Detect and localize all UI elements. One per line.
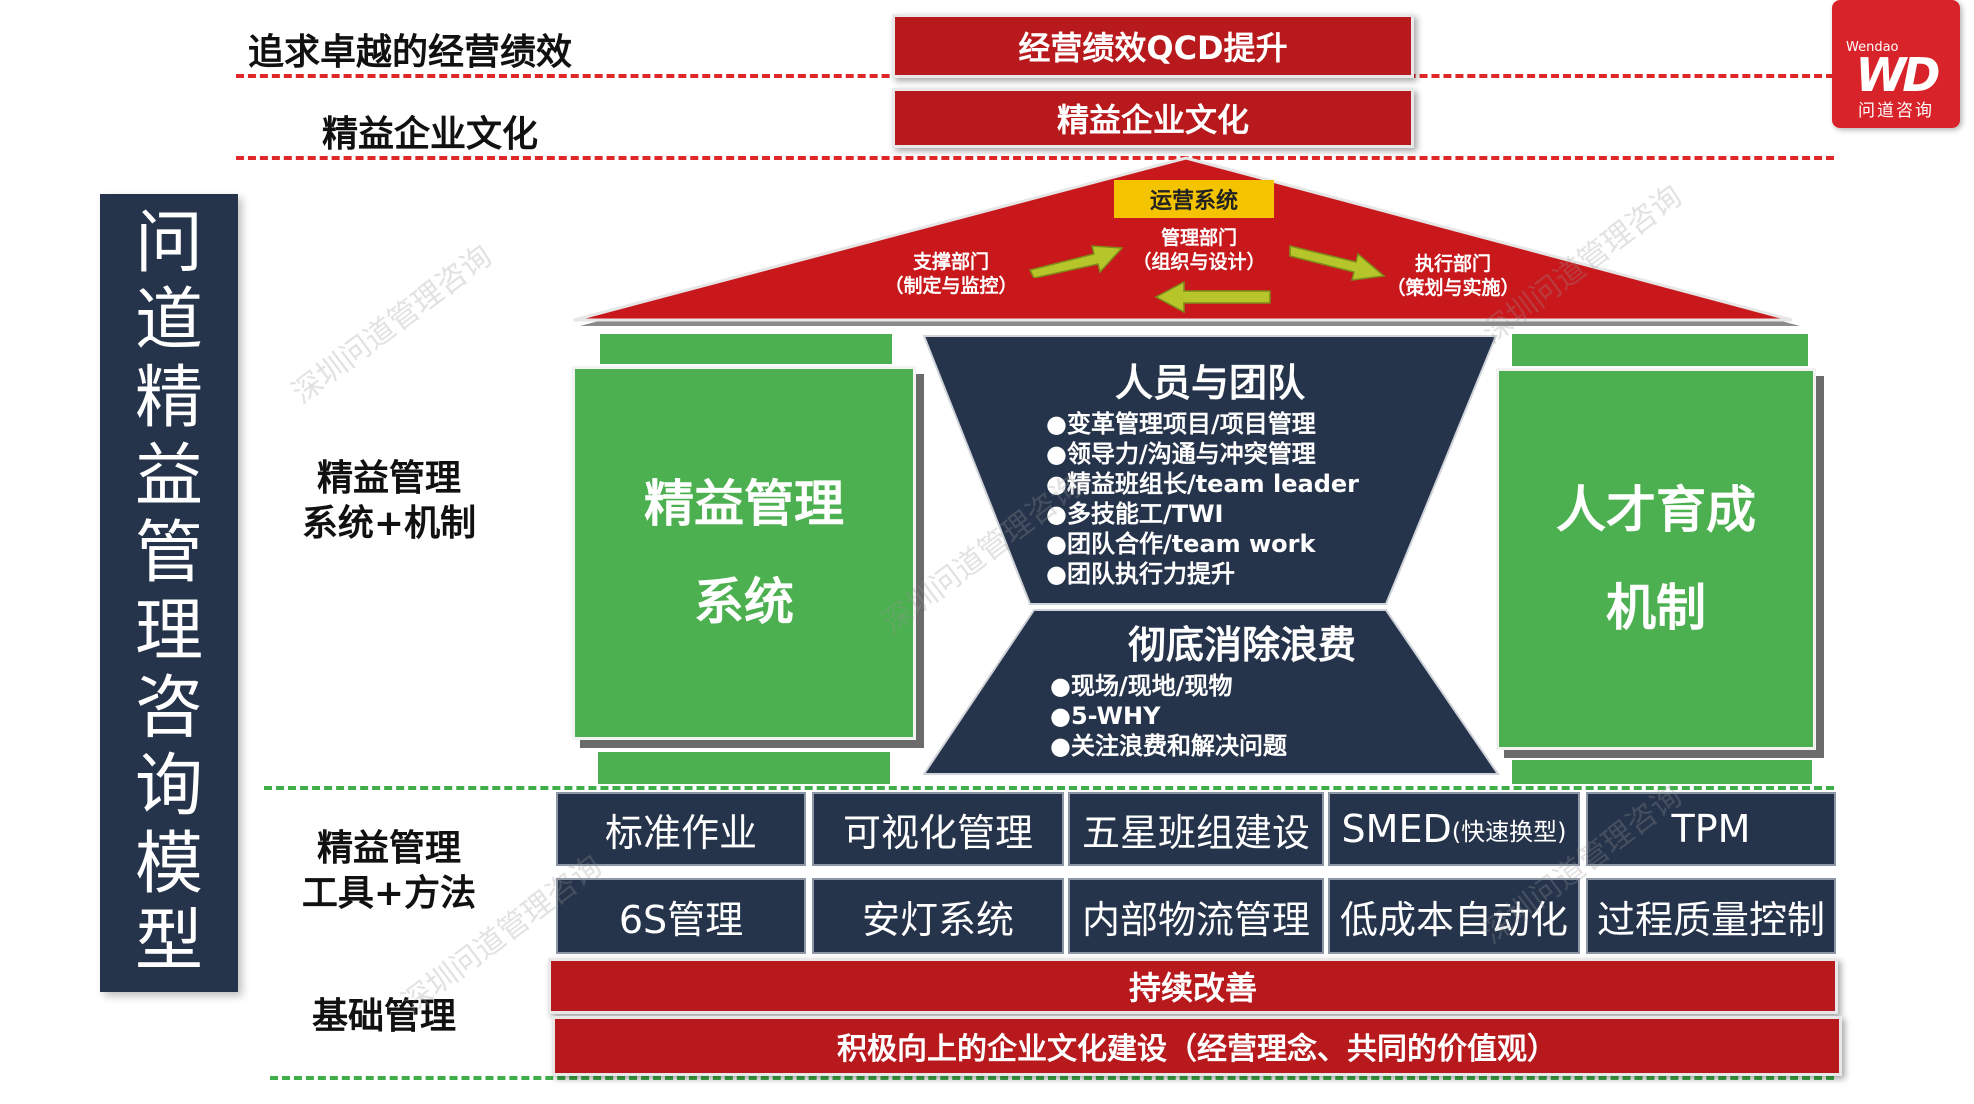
title-char: 管 bbox=[134, 514, 203, 594]
level-label-foundation: 基础管理 bbox=[312, 996, 457, 1037]
right-pillar-top-cap bbox=[1512, 334, 1808, 366]
tool-standard-work: 标准作业 bbox=[556, 792, 806, 866]
management-dept-label: 管理部门 （组织与设计） bbox=[1132, 227, 1266, 273]
list-item: ●团队合作/team work bbox=[1046, 530, 1316, 558]
pillar-label: 机制 bbox=[1606, 579, 1706, 637]
support-dept-label: 支撑部门 （制定与监控） bbox=[884, 251, 1018, 297]
list-item: ●领导力/沟通与冲突管理 bbox=[1046, 440, 1316, 468]
list-item: ●现场/现地/现物 bbox=[1050, 672, 1233, 700]
tool-visual-management: 可视化管理 bbox=[812, 792, 1064, 866]
title-char: 咨 bbox=[134, 669, 203, 749]
waste-shape bbox=[922, 609, 1500, 775]
right-pillar-bottom-cap bbox=[1512, 760, 1812, 784]
tool-five-star-team: 五星班组建设 bbox=[1068, 792, 1324, 866]
people-team-block: 人员与团队 ●变革管理项目/项目管理 ●领导力/沟通与冲突管理 ●精益班组长/t… bbox=[1040, 352, 1380, 589]
culture-building-banner: 积极向上的企业文化建设（经营理念、共同的价值观） bbox=[552, 1016, 1842, 1076]
roof bbox=[573, 156, 1800, 326]
title-char: 询 bbox=[134, 747, 203, 826]
tool-process-quality-control: 过程质量控制 bbox=[1586, 878, 1836, 954]
wendao-logo: Wendao WD 问道咨询 bbox=[1832, 0, 1960, 128]
title-char: 精 bbox=[134, 358, 203, 438]
continuous-improvement-banner: 持续改善 bbox=[548, 958, 1838, 1014]
level-label-culture: 精益企业文化 bbox=[322, 114, 539, 155]
left-pillar-bottom-cap bbox=[598, 752, 890, 784]
arrow-support-to-management bbox=[1028, 245, 1124, 278]
list-item: ●精益班组长/team leader bbox=[1046, 470, 1360, 498]
tool-andon-system: 安灯系统 bbox=[812, 878, 1064, 954]
level-label-tools-methods: 精益管理 工具+方法 bbox=[301, 828, 477, 914]
operations-system-box: 运营系统 bbox=[1114, 180, 1274, 218]
separator-line bbox=[236, 156, 1834, 160]
people-team-shape bbox=[922, 335, 1498, 605]
level-label-performance: 追求卓越的经营绩效 bbox=[248, 32, 573, 73]
pillar-label: 人才育成 bbox=[1556, 481, 1756, 539]
model-title-bar: 问 道 精 益 管 理 咨 询 模 型 bbox=[100, 194, 238, 992]
title-char: 理 bbox=[134, 591, 203, 671]
title-char: 模 bbox=[134, 824, 203, 904]
tool-smed: SMED(快速换型) bbox=[1328, 792, 1580, 866]
qcd-banner: 经营绩效QCD提升 bbox=[892, 14, 1414, 78]
list-item: ●5-WHY bbox=[1050, 702, 1161, 730]
culture-banner: 精益企业文化 bbox=[892, 88, 1414, 148]
lean-management-system-pillar: 精益管理 系统 bbox=[572, 366, 916, 740]
title-char: 道 bbox=[134, 281, 203, 361]
separator-line bbox=[270, 1076, 1834, 1080]
tool-6s-management: 6S管理 bbox=[556, 878, 806, 954]
list-item: ●关注浪费和解决问题 bbox=[1050, 732, 1287, 760]
talent-development-pillar: 人才育成 机制 bbox=[1496, 368, 1816, 750]
list-item: ●多技能工/TWI bbox=[1046, 500, 1224, 528]
list-item: ●团队执行力提升 bbox=[1046, 560, 1235, 588]
waste-elimination-block: 彻底消除浪费 ●现场/现地/现物 ●5-WHY ●关注浪费和解决问题 bbox=[1050, 614, 1430, 761]
pillar-label: 系统 bbox=[694, 573, 794, 631]
title-char: 问 bbox=[134, 203, 203, 283]
center-hourglass bbox=[922, 335, 1500, 775]
tool-internal-logistics: 内部物流管理 bbox=[1068, 878, 1324, 954]
title-char: 型 bbox=[134, 902, 203, 982]
arrow-management-to-execution bbox=[1289, 245, 1386, 281]
left-pillar-top-cap bbox=[600, 334, 892, 364]
level-label-system-mechanism: 精益管理 系统+机制 bbox=[301, 458, 477, 544]
roof-triangle bbox=[573, 156, 1793, 322]
arrow-return bbox=[1154, 280, 1271, 314]
waste-elimination-title: 彻底消除浪费 bbox=[1127, 623, 1356, 667]
list-item: ●变革管理项目/项目管理 bbox=[1046, 410, 1316, 438]
separator-line bbox=[264, 786, 1834, 790]
title-char: 益 bbox=[134, 436, 203, 516]
tool-tpm: TPM bbox=[1586, 792, 1836, 866]
execution-dept-label: 执行部门 （策划与实施） bbox=[1386, 253, 1520, 299]
people-team-title: 人员与团队 bbox=[1114, 361, 1305, 405]
tool-low-cost-automation: 低成本自动化 bbox=[1328, 878, 1580, 954]
pillar-label: 精益管理 bbox=[644, 475, 844, 533]
watermark: 深圳问道管理咨询 bbox=[285, 238, 499, 411]
